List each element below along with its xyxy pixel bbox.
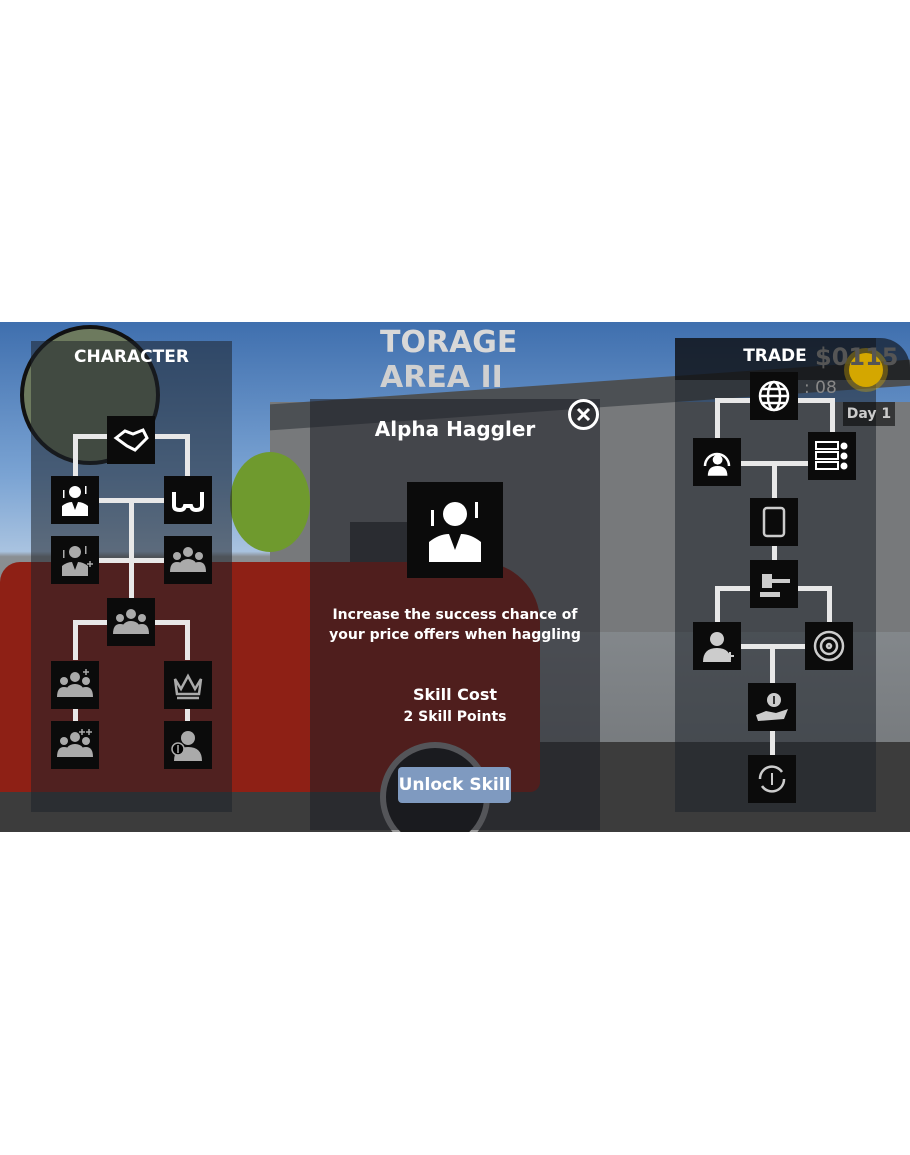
sign-line1: TORAGE: [380, 325, 518, 360]
skill-icon-large: [407, 482, 503, 578]
close-icon: [576, 407, 591, 422]
reviews-icon: [815, 441, 848, 470]
skill-node-crown[interactable]: [164, 661, 212, 709]
skill-cost-label: Skill Cost: [412, 685, 498, 704]
skill-node-hand-dollar[interactable]: [748, 683, 796, 731]
gavel-icon: [760, 574, 790, 597]
skill-description-line2: your price offers when haggling: [329, 627, 581, 643]
skill-node-glasses[interactable]: [164, 476, 212, 524]
unlock-skill-button[interactable]: Unlock Skill: [398, 767, 511, 803]
team-plus-plus-icon: [57, 729, 93, 757]
skill-node-handshake[interactable]: [107, 416, 155, 464]
skill-node-team-plus-plus[interactable]: [51, 721, 99, 769]
person-dollar-icon: [171, 731, 202, 761]
skill-node-group-pin[interactable]: [164, 536, 212, 584]
team-icon: [113, 609, 149, 634]
tablet-icon: [762, 506, 786, 538]
crown-icon: [173, 673, 203, 700]
skill-node-team[interactable]: [107, 598, 155, 646]
close-button[interactable]: [568, 399, 599, 430]
group-pin-icon: [170, 547, 206, 572]
haggler-icon: [429, 502, 481, 562]
person-add-icon: [703, 632, 734, 662]
skill-detail-dialog: [310, 399, 600, 830]
skill-node-reviews[interactable]: [808, 432, 856, 480]
skill-cost-value: 2 Skill Points: [403, 709, 507, 725]
skill-node-alpha-haggler[interactable]: [51, 476, 99, 524]
time-display: : 08: [804, 378, 837, 398]
skill-node-target[interactable]: [805, 622, 853, 670]
target-icon: [813, 630, 845, 662]
handshake-icon: [113, 428, 149, 452]
sign-line2: AREA II: [380, 360, 503, 395]
skill-node-person-dollar[interactable]: [164, 721, 212, 769]
tree: [230, 452, 310, 552]
skill-node-gavel[interactable]: [750, 560, 798, 608]
glasses-icon: [172, 492, 204, 513]
haggler-plus-icon: [62, 546, 93, 576]
skill-title: Alpha Haggler: [374, 417, 536, 441]
team-plus-icon: [57, 669, 93, 697]
character-title: CHARACTER: [74, 347, 189, 367]
skill-node-refresh-dollar[interactable]: [748, 755, 796, 803]
support-agent-icon: [703, 452, 731, 476]
trade-title: TRADE: [743, 346, 807, 366]
skill-node-haggler-plus[interactable]: [51, 536, 99, 584]
hand-dollar-icon: [756, 693, 788, 721]
skill-node-person-add[interactable]: [693, 622, 741, 670]
money-display: $0115: [815, 343, 899, 371]
skill-node-tablet[interactable]: [750, 498, 798, 546]
globe-icon: [758, 380, 790, 412]
skill-node-support[interactable]: [693, 438, 741, 486]
sun-icon: [849, 353, 883, 387]
refresh-dollar-icon: [758, 765, 786, 793]
day-badge: Day 1: [843, 402, 895, 426]
skill-node-team-plus[interactable]: [51, 661, 99, 709]
haggler-icon: [62, 486, 88, 516]
skill-description-line1: Increase the success chance of: [332, 607, 578, 623]
skill-node-globe[interactable]: [750, 372, 798, 420]
